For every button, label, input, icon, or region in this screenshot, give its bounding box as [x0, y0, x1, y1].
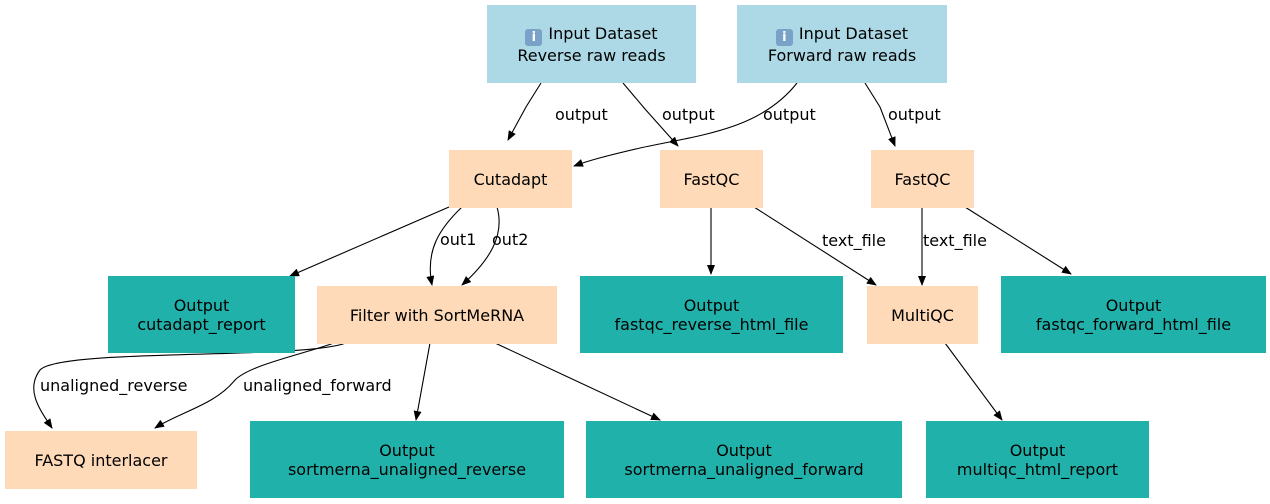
output-sortmerna-unaligned-reverse[interactable]: Output sortmerna_unaligned_reverse — [250, 421, 564, 498]
node-label: FASTQ interlacer — [34, 450, 168, 470]
edge-reverse-to-cutadapt — [507, 82, 542, 141]
output-multiqc-html-report[interactable]: Output multiqc_html_report — [926, 421, 1149, 498]
node-title: Output — [1009, 440, 1066, 460]
node-subtitle: Forward raw reads — [767, 45, 917, 65]
node-subtitle: cutadapt_report — [137, 314, 266, 334]
node-title: Output — [1105, 295, 1162, 315]
edge-cutadapt-to-report — [289, 206, 450, 277]
output-sortmerna-unaligned-forward[interactable]: Output sortmerna_unaligned_forward — [586, 421, 902, 498]
edge-label: output — [662, 105, 715, 124]
edge-label: output — [763, 105, 816, 124]
input-dataset-reverse[interactable]: i Input Dataset Reverse raw reads — [487, 5, 696, 83]
edge-multiqc-to-output — [944, 342, 1003, 421]
node-subtitle: fastqc_reverse_html_file — [614, 314, 809, 334]
node-subtitle: sortmerna_unaligned_reverse — [287, 459, 527, 479]
node-subtitle: Reverse raw reads — [517, 45, 666, 65]
edge-label: unaligned_forward — [243, 376, 392, 395]
info-icon: i — [525, 28, 543, 46]
edge-forward-to-cutadapt — [573, 82, 798, 167]
node-label: MultiQC — [891, 305, 954, 325]
edge-label: unaligned_reverse — [40, 376, 188, 395]
fastq-interlacer-node[interactable]: FASTQ interlacer — [5, 431, 197, 489]
node-title: Output — [716, 440, 772, 460]
edge-label: output — [555, 105, 608, 124]
edge-label: out2 — [492, 230, 529, 249]
node-title: Input Dataset — [548, 23, 658, 43]
input-dataset-forward[interactable]: i Input Dataset Forward raw reads — [737, 5, 947, 83]
edge-fastqc-fwd-to-output — [964, 206, 1072, 275]
output-fastqc-reverse-html[interactable]: Output fastqc_reverse_html_file — [580, 276, 843, 353]
edge-forward-to-fastqc — [864, 82, 896, 147]
fastqc-reverse-node[interactable]: FastQC — [660, 150, 763, 208]
node-label: FastQC — [894, 169, 951, 189]
node-title: Input Dataset — [798, 23, 909, 43]
edge-reverse-to-fastqc — [622, 82, 679, 147]
node-label: Cutadapt — [473, 169, 548, 189]
info-icon: i — [775, 28, 793, 46]
cutadapt-node[interactable]: Cutadapt — [449, 150, 572, 208]
output-cutadapt-report[interactable]: Output cutadapt_report — [108, 276, 295, 353]
node-title: Output — [683, 295, 740, 315]
edge-cutadapt-out1 — [426, 206, 463, 286]
multiqc-node[interactable]: MultiQC — [867, 286, 978, 344]
output-fastqc-forward-html[interactable]: Output fastqc_forward_html_file — [1001, 276, 1266, 353]
node-subtitle: fastqc_forward_html_file — [1035, 314, 1232, 334]
edge-unaligned-forward — [154, 342, 335, 429]
node-subtitle: multiqc_html_report — [956, 459, 1119, 479]
fastqc-forward-node[interactable]: FastQC — [871, 150, 974, 208]
node-subtitle: sortmerna_unaligned_forward — [624, 459, 864, 479]
node-title: Output — [173, 295, 230, 315]
node-label: Filter with SortMeRNA — [349, 305, 525, 325]
node-label: FastQC — [683, 169, 740, 189]
edge-label: out1 — [440, 230, 477, 249]
edge-fastqc-rev-to-multiqc — [753, 206, 877, 286]
edge-label: text_file — [822, 231, 886, 250]
node-title: Output — [379, 440, 435, 460]
edge-sortmerna-to-unaligned-forward — [494, 342, 661, 421]
edge-sortmerna-to-unaligned-reverse — [413, 342, 431, 421]
edge-label: output — [888, 105, 941, 124]
sortmerna-node[interactable]: Filter with SortMeRNA — [317, 286, 557, 344]
edge-label: text_file — [923, 231, 987, 250]
edge-cutadapt-out2 — [461, 206, 500, 286]
